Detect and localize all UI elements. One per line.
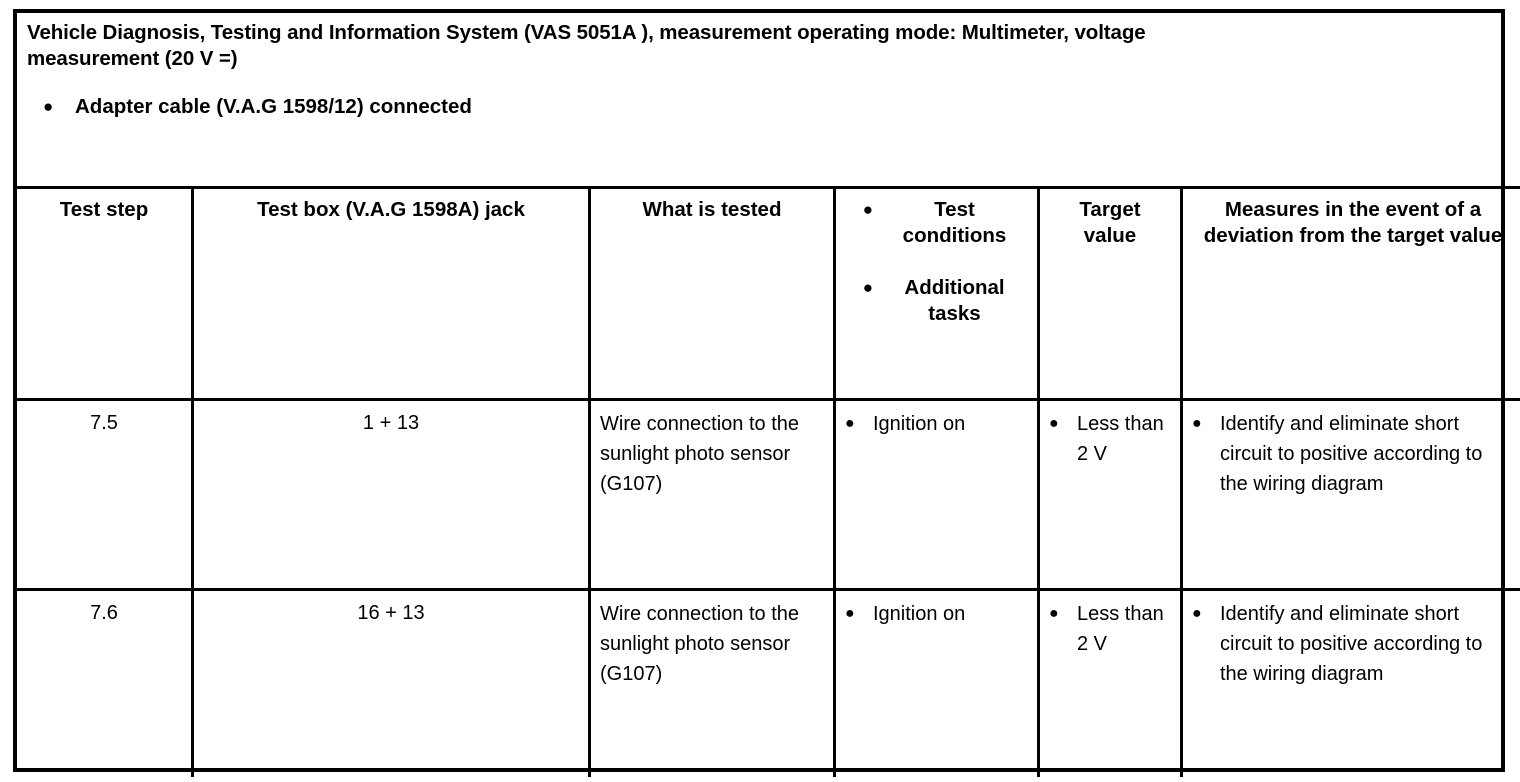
list-item: ● Less than 2 V	[1049, 599, 1171, 659]
cell-test-box-jack: 1 + 13	[191, 398, 590, 590]
header-cell-target-value: Target value	[1037, 186, 1182, 400]
bullet-dot-icon: ●	[1192, 415, 1202, 432]
list-item: ● Identify and eliminate short circuit t…	[1192, 599, 1514, 689]
test-conditions-list: ● Ignition on	[845, 599, 1028, 629]
header-conditions-bullet-item: ● Test conditions	[845, 197, 1028, 249]
cell-measures: ● Identify and eliminate short circuit t…	[1180, 588, 1520, 777]
table-header-row: Test step Test box (V.A.G 1598A) jack Wh…	[17, 186, 1520, 400]
list-item: ● Identify and eliminate short circuit t…	[1192, 409, 1514, 499]
measures-list: ● Identify and eliminate short circuit t…	[1192, 409, 1514, 499]
header-cell-test-conditions: ● Test conditions ● Additional tasks	[833, 186, 1039, 400]
cell-test-conditions: ● Ignition on	[833, 588, 1039, 777]
header-label-test-conditions: Test conditions	[902, 198, 1007, 247]
bullet-dot-icon: ●	[43, 97, 54, 116]
measures-list: ● Identify and eliminate short circuit t…	[1192, 599, 1514, 689]
header-label-what-is-tested: What is tested	[642, 198, 782, 221]
value-measure: Identify and eliminate short circuit to …	[1220, 603, 1483, 685]
value-test-step: 7.5	[90, 412, 118, 434]
header-label-test-box-jack: Test box (V.A.G 1598A) jack	[257, 198, 525, 221]
bullet-dot-icon: ●	[845, 605, 855, 622]
header-conditions-bullet-item: ● Additional tasks	[845, 275, 1028, 327]
test-step-table: Test step Test box (V.A.G 1598A) jack Wh…	[17, 186, 1520, 777]
list-item: ● Less than 2 V	[1049, 409, 1171, 469]
bullet-dot-icon: ●	[1192, 605, 1202, 622]
intro-bullet-label: Adapter cable (V.A.G 1598/12) connected	[75, 95, 472, 118]
value-what-is-tested: Wire connection to the sunlight photo se…	[600, 413, 799, 495]
header-label-additional-tasks: Additional tasks	[904, 276, 1005, 325]
value-test-condition: Ignition on	[873, 413, 966, 435]
cell-target-value: ● Less than 2 V	[1037, 588, 1182, 777]
target-value-list: ● Less than 2 V	[1049, 599, 1171, 659]
header-label-test-step: Test step	[59, 198, 149, 221]
cell-measures: ● Identify and eliminate short circuit t…	[1180, 398, 1520, 590]
value-target-value: Less than 2 V	[1077, 603, 1164, 655]
header-label-target-value-line-2: value	[1083, 224, 1137, 247]
cell-what-is-tested: Wire connection to the sunlight photo se…	[588, 588, 835, 777]
test-conditions-list: ● Ignition on	[845, 409, 1028, 439]
table-row: 7.5 1 + 13 Wire connection to the sunlig…	[17, 398, 1520, 590]
bullet-dot-icon: ●	[862, 278, 873, 297]
bullet-dot-icon: ●	[1049, 605, 1059, 622]
document-title-line-2: measurement (20 V =)	[27, 47, 238, 70]
header-cell-what-is-tested: What is tested	[588, 186, 835, 400]
intro-bullet-list: ● Adapter cable (V.A.G 1598/12) connecte…	[27, 94, 1491, 120]
header-cell-test-box-jack: Test box (V.A.G 1598A) jack	[191, 186, 590, 400]
table-row: 7.6 16 + 13 Wire connection to the sunli…	[17, 588, 1520, 777]
bullet-dot-icon: ●	[1049, 415, 1059, 432]
intro-bullet-item: ● Adapter cable (V.A.G 1598/12) connecte…	[43, 94, 1491, 120]
value-measure: Identify and eliminate short circuit to …	[1220, 413, 1483, 495]
value-test-step: 7.6	[90, 602, 118, 624]
document-title-line-1: Vehicle Diagnosis, Testing and Informati…	[27, 21, 1146, 44]
value-what-is-tested: Wire connection to the sunlight photo se…	[600, 603, 799, 685]
header-cell-measures: Measures in the event of a deviation fro…	[1180, 186, 1520, 400]
value-test-box-jack: 16 + 13	[357, 602, 425, 624]
cell-what-is-tested: Wire connection to the sunlight photo se…	[588, 398, 835, 590]
document-header: Vehicle Diagnosis, Testing and Informati…	[17, 13, 1501, 186]
bullet-dot-icon: ●	[845, 415, 855, 432]
cell-test-box-jack: 16 + 13	[191, 588, 590, 777]
cell-test-step: 7.5	[17, 398, 193, 590]
header-label-measures: Measures in the event of a deviation fro…	[1203, 198, 1503, 247]
header-label-target-value-line-1: Target	[1079, 198, 1141, 221]
header-cell-test-step: Test step	[17, 186, 193, 400]
value-test-box-jack: 1 + 13	[362, 412, 420, 434]
cell-test-step: 7.6	[17, 588, 193, 777]
header-conditions-bullet-list: ● Test conditions ● Additional tasks	[845, 197, 1028, 327]
bullet-dot-icon: ●	[862, 200, 873, 219]
value-target-value: Less than 2 V	[1077, 413, 1164, 465]
list-item: ● Ignition on	[845, 599, 1028, 629]
cell-target-value: ● Less than 2 V	[1037, 398, 1182, 590]
document-page: Vehicle Diagnosis, Testing and Informati…	[13, 9, 1520, 777]
list-item: ● Ignition on	[845, 409, 1028, 439]
target-value-list: ● Less than 2 V	[1049, 409, 1171, 469]
cell-test-conditions: ● Ignition on	[833, 398, 1039, 590]
value-test-condition: Ignition on	[873, 603, 966, 625]
